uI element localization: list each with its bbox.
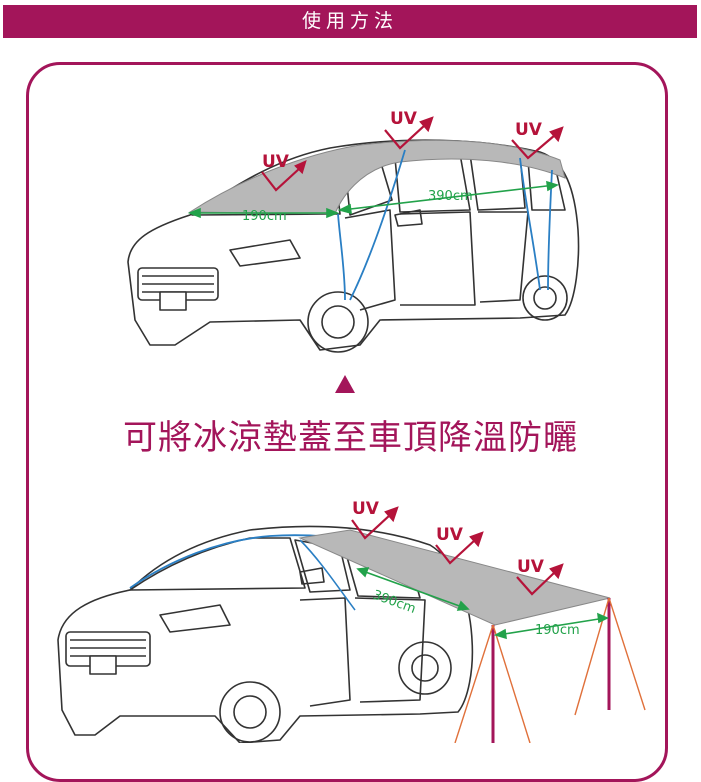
- up-arrow-icon: [335, 375, 355, 393]
- top-uv-arrows: [261, 116, 564, 192]
- bottom-car-strap-2: [299, 539, 356, 611]
- top-car-dimensions: [187, 180, 560, 219]
- top-uv-label-1: UV: [262, 152, 290, 172]
- bottom-uv-label-2: UV: [436, 525, 464, 545]
- top-dim-390: 390cm: [428, 189, 473, 204]
- bottom-dimensions: [356, 567, 609, 640]
- bottom-dim-190: 190cm: [535, 623, 580, 638]
- top-uv-label-3: UV: [515, 120, 543, 140]
- usage-caption: 可將冰涼墊蓋至車頂降溫防曬: [123, 418, 578, 458]
- bottom-uv-label-3: UV: [517, 557, 545, 577]
- bottom-awning-poles: [454, 597, 646, 743]
- section-header: 使用方法: [3, 5, 697, 38]
- bottom-uv-arrows: [351, 506, 564, 596]
- bottom-dim-390: 390cm: [371, 588, 418, 617]
- bottom-uv-label-1: UV: [352, 499, 380, 519]
- top-car-cover: [188, 139, 566, 215]
- top-uv-label-2: UV: [390, 109, 418, 129]
- illustration-canvas: 190cm 390cm UV UV UV: [57, 109, 646, 743]
- bottom-car-illustration: [57, 525, 474, 743]
- top-dim-190: 190cm: [242, 209, 287, 224]
